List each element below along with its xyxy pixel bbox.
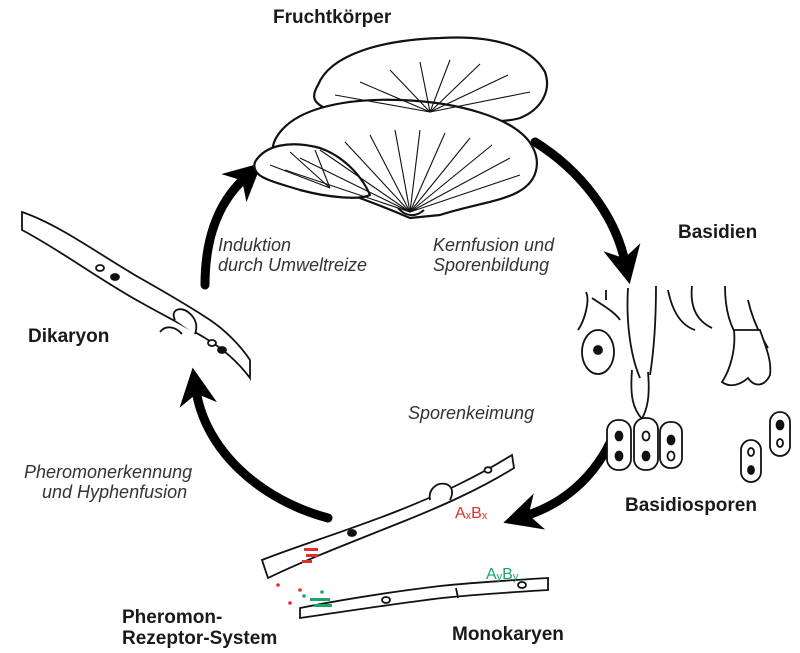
dikaryon-hypha-illustration	[22, 212, 250, 378]
label-basidiosporen: Basidiosporen	[625, 495, 757, 516]
axbx-b: B	[471, 505, 482, 522]
step-sporenkeimung: Sporenkeimung	[408, 403, 534, 423]
step-pheromonerkennung: Pheromonerkennung und Hyphenfusion	[24, 462, 192, 502]
label-monokaryen: Monokaryen	[452, 624, 564, 645]
step-kernfusion: Kernfusion und Sporenbildung	[433, 235, 554, 275]
induktion-line2: durch Umweltreize	[218, 255, 367, 275]
basidiosporen-illustration	[607, 412, 790, 482]
pheromonerkennung-line2: und Hyphenfusion	[24, 482, 192, 502]
label-fruchtkoerper: Fruchtkörper	[273, 7, 391, 28]
pheromone-signal-green	[302, 590, 332, 607]
arrow-sporenkeimung	[525, 432, 615, 516]
kernfusion-line1: Kernfusion und	[433, 235, 554, 255]
pheromon-line1: Pheromon-	[122, 607, 277, 628]
kernfusion-line2: Sporenbildung	[433, 255, 554, 275]
mating-type-axbx: AxBx	[455, 505, 487, 523]
induktion-line1: Induktion	[218, 235, 367, 255]
step-induktion: Induktion durch Umweltreize	[218, 235, 367, 275]
fruchtkoerper-illustration	[254, 37, 547, 218]
mating-type-ayby: AyBy	[486, 566, 518, 584]
axbx-b-sub: x	[482, 510, 488, 522]
pheromon-line2: Rezeptor-System	[122, 628, 277, 649]
ayby-a: A	[486, 566, 497, 583]
ayby-b: B	[502, 566, 513, 583]
label-pheromon-rezeptor-system: Pheromon- Rezeptor-System	[122, 607, 277, 650]
label-basidien: Basidien	[678, 222, 757, 243]
pheromonerkennung-line1: Pheromonerkennung	[24, 462, 192, 482]
ayby-b-sub: y	[513, 571, 519, 583]
axbx-a: A	[455, 505, 466, 522]
monokaryen-illustration	[262, 455, 548, 618]
label-dikaryon: Dikaryon	[28, 326, 109, 347]
basidien-illustration	[578, 286, 770, 422]
arrow-hyphenfusion	[196, 390, 328, 518]
